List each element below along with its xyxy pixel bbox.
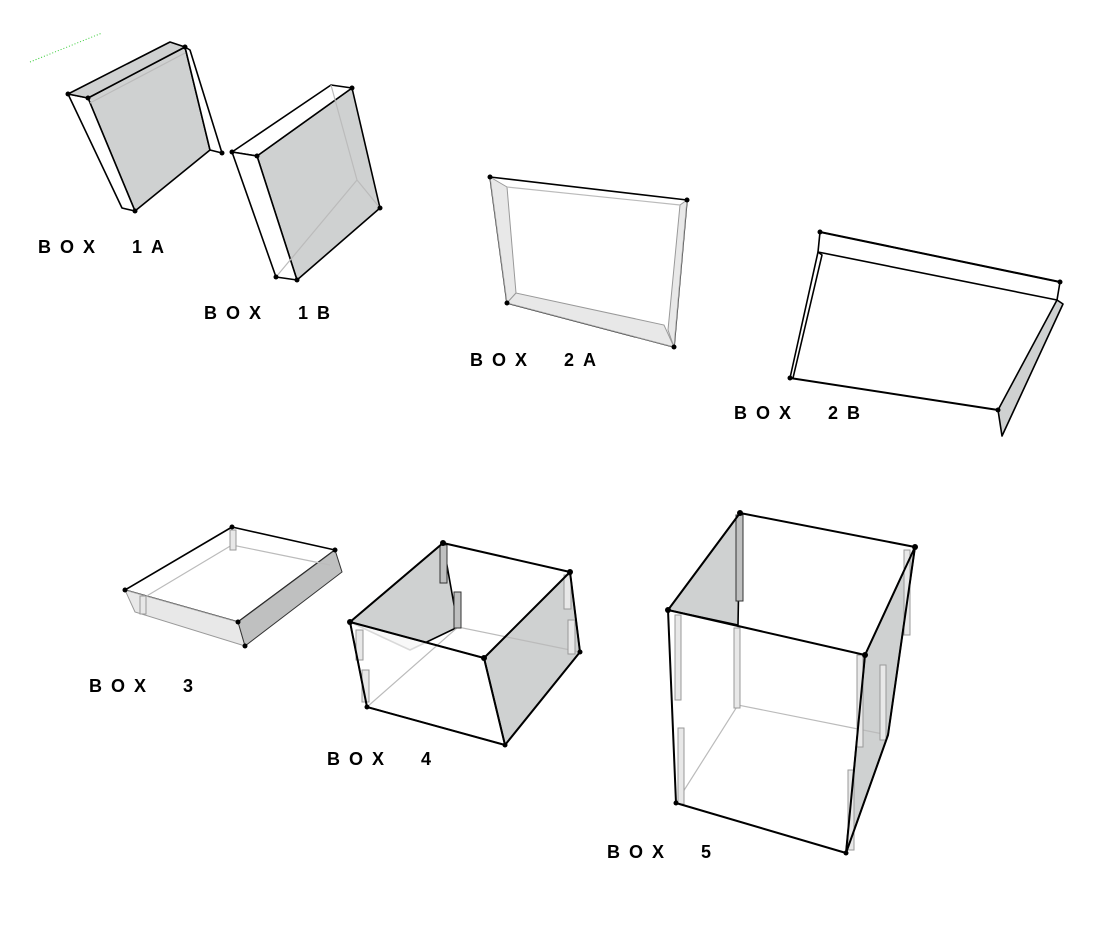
label-box-4: BOX 4 xyxy=(327,749,441,769)
label-box-1a: BOX 1A xyxy=(38,237,174,257)
box-1b-drawing xyxy=(231,84,381,281)
box-5-drawing xyxy=(667,512,916,854)
label-box-1b: BOX 1B xyxy=(204,303,340,323)
vertex-markers xyxy=(65,44,1063,856)
box-4-drawing xyxy=(349,542,581,746)
label-box-2a: BOX 2A xyxy=(470,350,606,370)
box-2b-drawing xyxy=(789,231,1064,437)
label-box-3: BOX 3 xyxy=(89,676,203,696)
label-box-5: BOX 5 xyxy=(607,842,721,862)
axis-guide xyxy=(29,32,103,63)
box-1a-drawing xyxy=(67,41,223,212)
box-3-drawing xyxy=(124,526,343,647)
label-box-2b: BOX 2B xyxy=(734,403,870,423)
box-2a-drawing xyxy=(489,176,688,348)
